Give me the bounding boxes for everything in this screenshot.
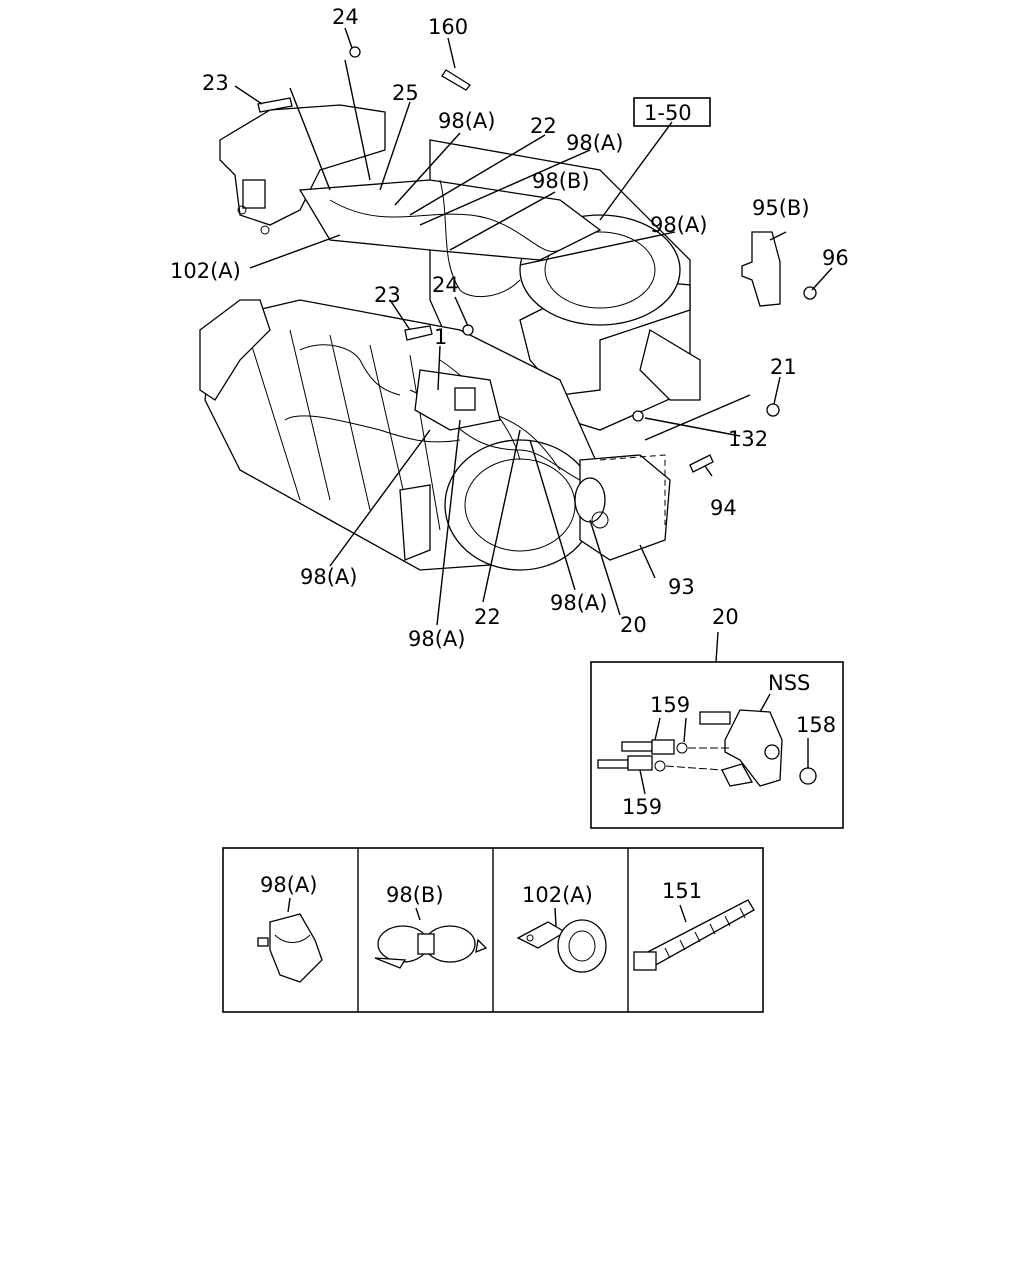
callout-94: 94 bbox=[710, 496, 737, 520]
callout-98a-left: 98(A) bbox=[300, 565, 357, 589]
callout-98a-1: 98(A) bbox=[438, 109, 495, 133]
callout-160: 160 bbox=[428, 15, 468, 39]
detail-20-title: 20 bbox=[712, 605, 739, 629]
callout-95b: 95(B) bbox=[752, 196, 810, 220]
callout-1: 1 bbox=[434, 325, 447, 349]
callout-22-bottom: 22 bbox=[474, 605, 501, 629]
callout-98a-2: 98(A) bbox=[566, 131, 623, 155]
detail-159-bottom: 159 bbox=[622, 795, 662, 819]
callouts: 24 160 23 25 98(A) 22 98(A) 98(B) 1-50 9… bbox=[170, 5, 849, 651]
exhaust-assembly bbox=[199, 46, 817, 571]
ref-label-1-50: 1-50 bbox=[644, 101, 692, 125]
callout-23-top: 23 bbox=[202, 71, 229, 95]
clip-a-icon bbox=[257, 913, 323, 983]
clip-b-icon bbox=[374, 925, 488, 969]
callout-98a-bottom-right: 98(A) bbox=[550, 591, 607, 615]
callout-98a-3: 98(A) bbox=[650, 213, 707, 237]
detail-158: 158 bbox=[796, 713, 836, 737]
callout-25: 25 bbox=[392, 81, 419, 105]
legend-label-98b: 98(B) bbox=[386, 883, 444, 907]
cable-tie-icon bbox=[633, 899, 755, 971]
callout-24-mid: 24 bbox=[432, 273, 459, 297]
detail-nss-label: NSS bbox=[768, 671, 810, 695]
callout-20: 20 bbox=[620, 613, 647, 637]
legend-panel: 98(A) 98(B) 102(A) 151 bbox=[222, 847, 764, 1013]
callout-21: 21 bbox=[770, 355, 797, 379]
callout-98a-bottom: 98(A) bbox=[408, 627, 465, 651]
ref-box-1-50 bbox=[633, 97, 711, 127]
callout-22-top: 22 bbox=[530, 114, 557, 138]
legend-label-98a: 98(A) bbox=[260, 873, 317, 897]
detail-159-top: 159 bbox=[650, 693, 690, 717]
detail-20: 20 NSS 159 159 158 bbox=[590, 605, 844, 829]
clamp-icon bbox=[516, 919, 607, 973]
callout-98b: 98(B) bbox=[532, 169, 590, 193]
detail-20-box bbox=[590, 661, 844, 829]
callout-132: 132 bbox=[728, 427, 768, 451]
callout-93: 93 bbox=[668, 575, 695, 599]
legend-label-151: 151 bbox=[662, 879, 702, 903]
callout-23-mid: 23 bbox=[374, 283, 401, 307]
callout-24-top: 24 bbox=[332, 5, 359, 29]
callout-102a: 102(A) bbox=[170, 259, 241, 283]
leader-lines bbox=[234, 27, 833, 626]
legend-label-102a: 102(A) bbox=[522, 883, 593, 907]
callout-96: 96 bbox=[822, 246, 849, 270]
